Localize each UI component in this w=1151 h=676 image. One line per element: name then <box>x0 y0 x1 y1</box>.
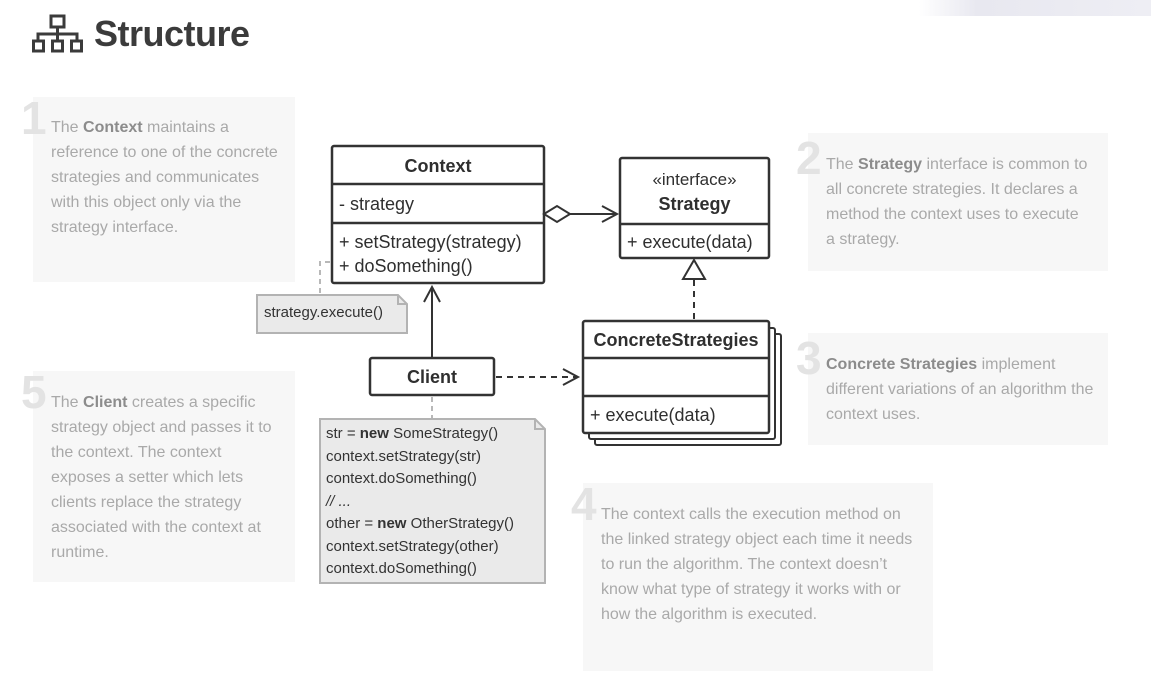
code-segment: SomeStrategy() <box>388 425 499 442</box>
note-number: 1 <box>21 92 47 144</box>
context-method: + setStrategy(strategy) <box>339 232 522 252</box>
note-number: 4 <box>571 478 597 530</box>
code-keyword: new <box>359 425 389 442</box>
context-title: Context <box>405 156 472 176</box>
code-line: context.setStrategy(other) <box>326 536 540 559</box>
note-text-part: The context calls the execution method o… <box>601 506 913 623</box>
client-context-arrow <box>423 284 441 358</box>
note-bold-term: Context <box>83 119 143 136</box>
note-text-part: The <box>826 156 859 173</box>
note-number: 5 <box>21 366 47 418</box>
code-segment: // ... <box>326 492 352 510</box>
code-segment: OtherStrategy() <box>406 515 515 532</box>
code-segment: context.doSomething() <box>326 470 477 487</box>
context-class: Context - strategy + setStrategy(strateg… <box>330 144 546 285</box>
realization-arrow <box>681 258 707 321</box>
client-class: Client <box>368 356 496 397</box>
code-line: context.doSomething() <box>326 468 540 491</box>
note-text-part: The <box>51 394 84 411</box>
concrete-title: ConcreteStrategies <box>593 330 758 350</box>
code-line: // ... <box>326 491 540 514</box>
note-connector <box>319 261 330 294</box>
note-number: 2 <box>796 132 822 184</box>
client-title: Client <box>407 367 457 387</box>
note-text-part: implement different variations of an alg… <box>826 356 1094 423</box>
strategy-stereotype: «interface» <box>652 170 736 189</box>
code-line: other = new OtherStrategy() <box>326 513 540 536</box>
code-segment: context.setStrategy(str) <box>326 447 482 465</box>
code-keyword: new <box>377 515 407 532</box>
code-line: context.setStrategy(str) <box>326 446 540 469</box>
page-header: Structure <box>32 12 250 56</box>
note-text: The context calls the execution method o… <box>601 502 919 627</box>
note-text: The Strategy interface is common to all … <box>826 152 1088 252</box>
aggregation-arrow <box>542 204 620 224</box>
client-dependency-arrow <box>496 368 581 386</box>
code-segment: str = <box>326 425 360 442</box>
concrete-strategies-class: ConcreteStrategies + execute(data) <box>581 319 782 446</box>
hierarchy-icon <box>32 14 83 53</box>
note-text-part: The <box>51 119 84 136</box>
concrete-method: + execute(data) <box>590 405 716 425</box>
strategy-interface: «interface» Strategy + execute(data) <box>618 156 771 260</box>
code-line: context.doSomething() <box>326 558 540 581</box>
note-text: Concrete Strategies implement different … <box>826 352 1096 427</box>
strategy-method: + execute(data) <box>627 232 753 252</box>
context-field: - strategy <box>339 194 414 214</box>
note-3: 3 Concrete Strategies implement differen… <box>796 333 1108 445</box>
strategy-execute-note <box>256 294 408 334</box>
note-text-part: maintains a reference to one of the conc… <box>51 119 278 236</box>
strategy-title: Strategy <box>658 194 730 214</box>
note-text: The Context maintains a reference to one… <box>51 115 281 240</box>
client-code-text: str = new SomeStrategy()context.setStrat… <box>326 423 540 581</box>
code-line: str = new SomeStrategy() <box>326 423 540 446</box>
client-code-note <box>319 418 546 584</box>
corner-logo <box>919 0 1151 16</box>
strategy-execute-text: strategy.execute() <box>264 304 383 321</box>
note-bold-term: Client <box>83 394 128 411</box>
note-text-part: interface is common to all concrete stra… <box>826 156 1088 248</box>
note-bold-term: Strategy <box>858 156 923 173</box>
code-segment: context.doSomething() <box>326 560 477 577</box>
note-2: 2 The Strategy interface is common to al… <box>796 133 1108 271</box>
note-number: 3 <box>796 332 822 384</box>
code-segment: context.setStrategy(other) <box>326 537 499 555</box>
context-method: + doSomething() <box>339 256 473 276</box>
code-segment: other = <box>326 515 378 532</box>
note-text: The Client creates a specific strategy o… <box>51 390 285 565</box>
note-1: 1 The Context maintains a reference to o… <box>21 95 295 282</box>
note-bold-term: Concrete Strategies <box>826 356 978 373</box>
note-5: 5 The Client creates a specific strategy… <box>21 369 295 582</box>
note-text-part: creates a specific strategy object and p… <box>51 394 272 561</box>
note-4: 4 The context calls the execution method… <box>571 481 933 671</box>
page-title: Structure <box>94 13 250 54</box>
